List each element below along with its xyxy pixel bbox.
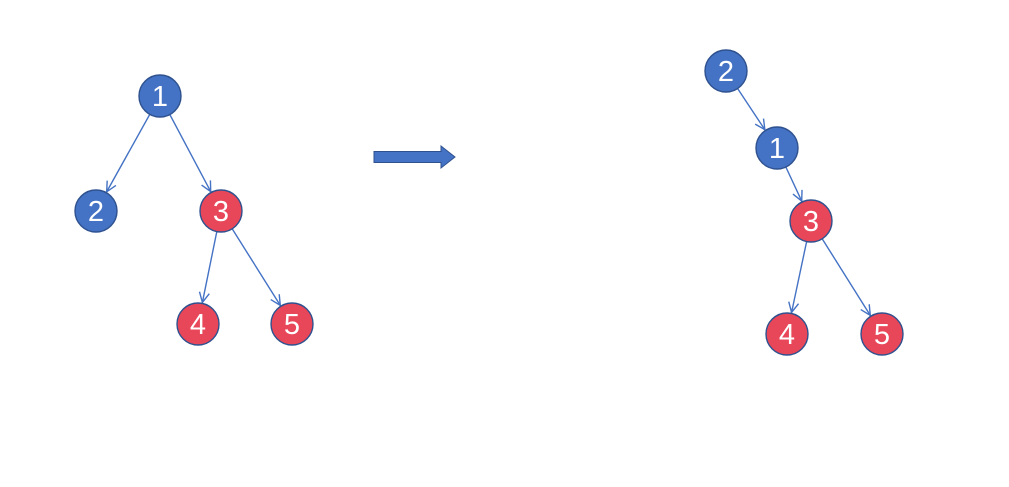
node-circle <box>789 199 833 243</box>
after-node-5: 5 <box>860 312 904 356</box>
after-tree-nodes: 2 1 3 4 5 <box>704 49 904 356</box>
node-circle <box>138 74 182 118</box>
node-circle <box>704 49 748 93</box>
node-circle <box>755 126 799 170</box>
node-circle <box>199 189 243 233</box>
after-node-1: 1 <box>755 126 799 170</box>
right-arrow-icon <box>373 144 456 170</box>
before-node-2: 2 <box>74 189 118 233</box>
node-label: 4 <box>779 319 795 351</box>
before-tree-nodes: 1 2 3 4 5 <box>74 74 314 346</box>
after-node-4: 4 <box>765 312 809 356</box>
node-label: 5 <box>874 319 890 351</box>
after-node-2: 2 <box>704 49 748 93</box>
node-circle <box>270 302 314 346</box>
node-circle <box>765 312 809 356</box>
node-circle <box>860 312 904 356</box>
node-label: 2 <box>718 56 734 88</box>
transition-arrow <box>373 144 456 170</box>
node-circle <box>176 302 220 346</box>
after-node-3: 3 <box>789 199 833 243</box>
before-node-3: 3 <box>199 189 243 233</box>
node-label: 3 <box>803 206 819 238</box>
node-label: 4 <box>190 309 206 341</box>
node-label: 3 <box>213 196 229 228</box>
before-tree: 1 2 3 4 5 <box>74 74 314 346</box>
before-node-1: 1 <box>138 74 182 118</box>
before-node-4: 4 <box>176 302 220 346</box>
after-tree-edges <box>725 70 870 315</box>
node-label: 2 <box>88 196 104 228</box>
node-label: 1 <box>769 133 785 165</box>
after-tree: 2 1 3 4 5 <box>704 49 904 356</box>
before-node-5: 5 <box>270 302 314 346</box>
before-tree-edges <box>107 95 281 305</box>
node-label: 1 <box>152 81 168 113</box>
node-label: 5 <box>284 309 300 341</box>
node-circle <box>74 189 118 233</box>
